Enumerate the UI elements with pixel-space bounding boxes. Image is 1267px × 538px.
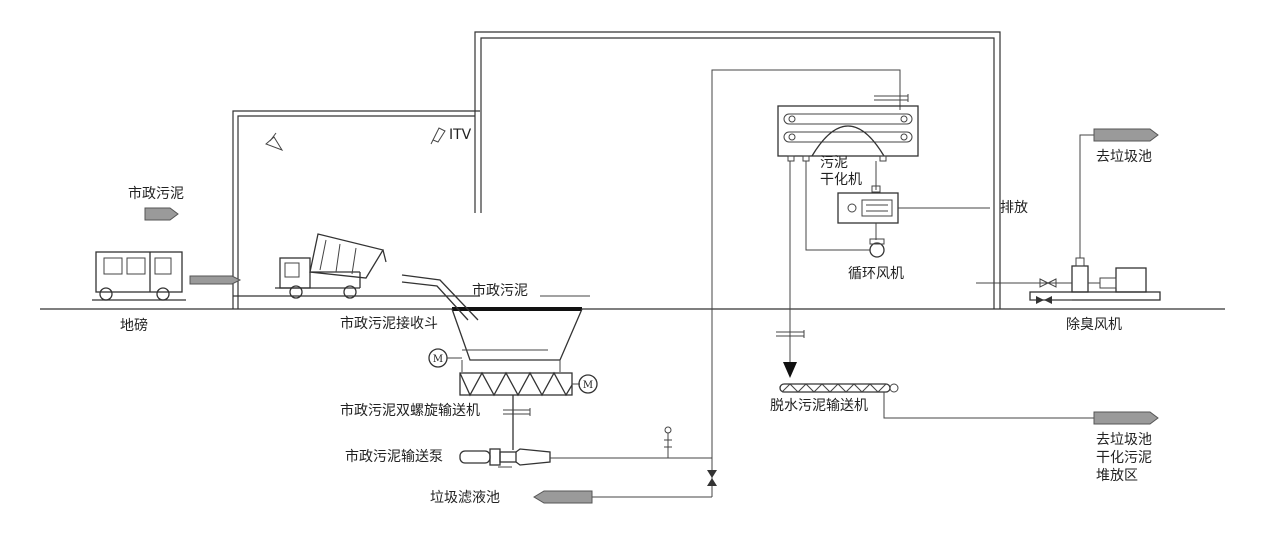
deodor-lower-valve-icon — [1036, 296, 1052, 304]
twin-screw-conveyor-label: 市政污泥双螺旋输送机 — [340, 403, 480, 419]
sludge-transfer-pump — [459, 448, 551, 468]
filtrate-pool-arrow — [533, 490, 593, 504]
dewatered-line-coupling — [776, 330, 805, 338]
twin-screw-conveyor — [459, 371, 580, 397]
dewatered-conveyor-label: 脱水污泥输送机 — [770, 398, 868, 414]
garbage-pit-arrow-top — [1093, 128, 1159, 142]
truck-direction-arrow — [189, 275, 242, 285]
conveyor-outlet-coupling — [503, 395, 531, 450]
dewatered-sludge-arrowhead — [783, 362, 797, 378]
filtrate-pool-label: 垃圾滤液池 — [430, 490, 500, 506]
circulation-fan-icon — [869, 238, 885, 258]
municipal-sludge-floor-label: 市政污泥 — [472, 283, 528, 299]
condenser-unit — [837, 192, 899, 224]
dryer-outlet-flange — [871, 185, 881, 193]
dryer-feed-coupling — [874, 94, 909, 102]
municipal-sludge-arrow-label: 市政污泥 — [128, 186, 184, 202]
dryer-hall-building — [474, 31, 1001, 309]
garbage-pit-arrow-bottom — [1093, 411, 1159, 425]
itv-label: ITV — [449, 127, 472, 143]
transfer-pump-label: 市政污泥输送泵 — [345, 449, 443, 465]
dewatered-sludge-conveyor — [779, 383, 899, 393]
conveyor-motor-letter: M — [583, 380, 593, 391]
itv-camera-icon — [430, 127, 446, 145]
circulation-loop-pipe — [805, 161, 870, 251]
receiving-hall-building — [232, 110, 480, 309]
sludge-feed-pipe — [711, 69, 901, 497]
hopper-motor-letter: M — [433, 354, 443, 365]
sludge-dryer — [777, 105, 919, 162]
deodor-fan-label: 除臭风机 — [1066, 317, 1122, 333]
dump-truck — [275, 233, 387, 299]
garbage-pit-bottom-label-3: 堆放区 — [1096, 468, 1138, 484]
garbage-pit-top-label: 去垃圾池 — [1096, 149, 1152, 165]
valve-icon — [707, 470, 717, 486]
deodorizing-fan — [1029, 257, 1161, 301]
receiving-hopper-label: 市政污泥接收斗 — [340, 316, 438, 332]
camera-icon — [265, 132, 284, 151]
deodor-intake-valve-icon — [1039, 278, 1057, 288]
conveyor-motor — [578, 374, 598, 394]
garbage-pit-bottom-label-2: 干化污泥 — [1096, 450, 1152, 466]
municipal-sludge-arrow — [144, 207, 179, 221]
discharge-label: 排放 — [1000, 200, 1028, 216]
unloading-chute — [401, 274, 479, 321]
deodor-exhaust-pipe — [1079, 134, 1094, 258]
truck-on-weighbridge — [92, 251, 186, 301]
circulation-fan-label: 循环风机 — [848, 266, 904, 282]
garbage-pit-bottom-label-1: 去垃圾池 — [1096, 432, 1152, 448]
conveyor-outlet-pipe — [883, 392, 1094, 419]
pressure-gauge-icon — [664, 426, 672, 458]
receiving-hopper — [451, 308, 583, 372]
sludge-dryer-label: 污泥 干化机 — [820, 155, 862, 188]
weighbridge-label: 地磅 — [120, 318, 148, 334]
